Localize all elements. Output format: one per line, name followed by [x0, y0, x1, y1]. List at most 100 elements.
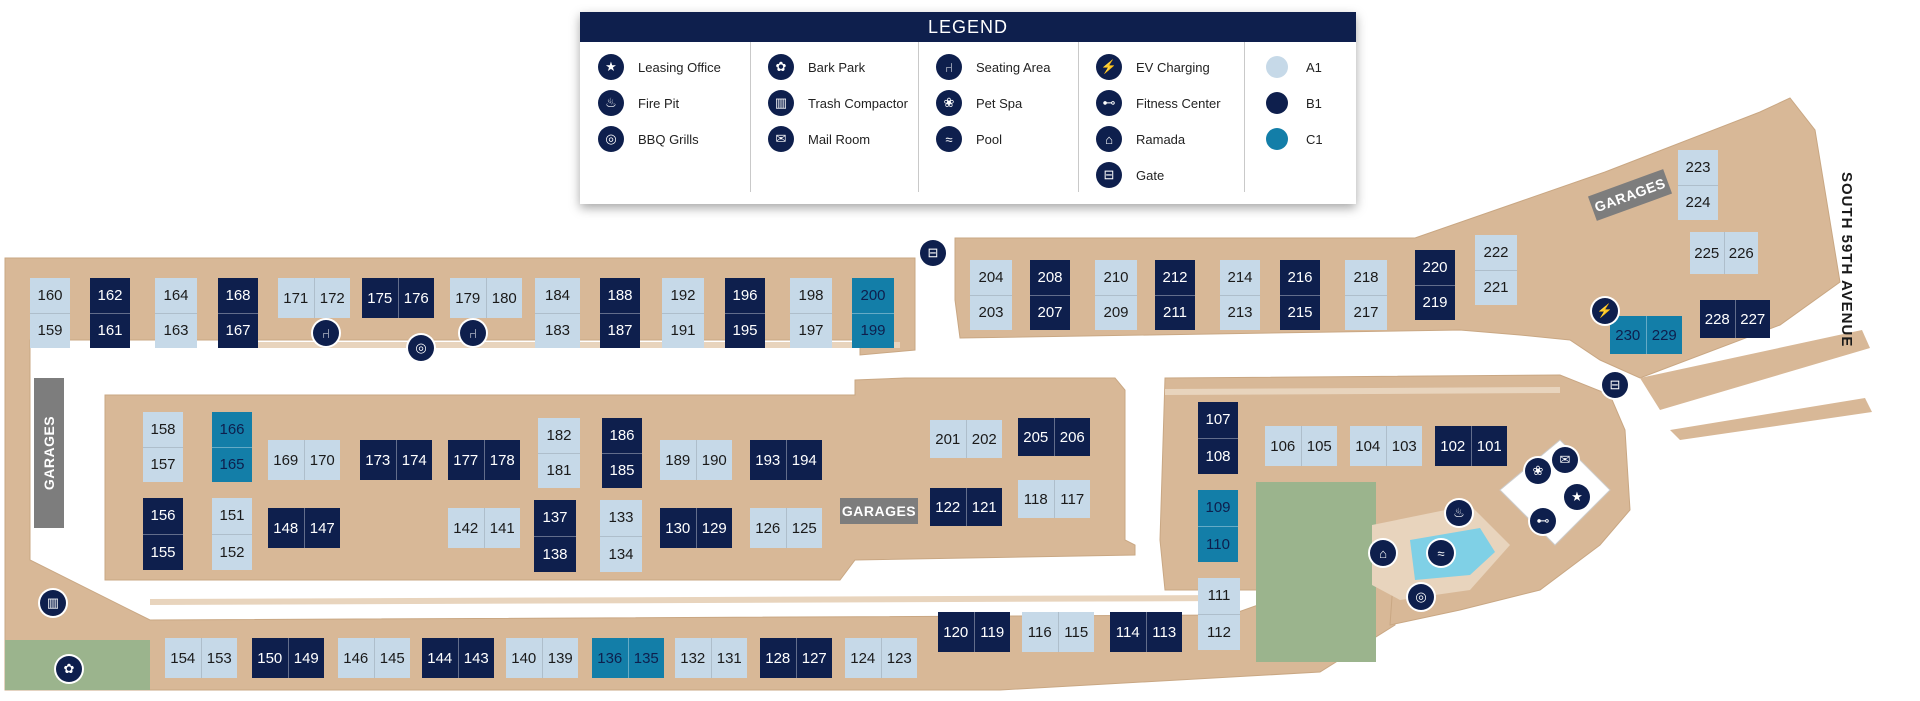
pool-icon[interactable]: ≈ — [1428, 540, 1454, 566]
garage-left-label: GARAGES — [41, 415, 58, 491]
unit-number: 106 — [1265, 426, 1302, 466]
lounge-chair-icon[interactable]: ⑁ — [313, 320, 339, 346]
dumbbell-icon[interactable]: ⊷ — [1530, 508, 1556, 534]
gate-icon[interactable]: ⊟ — [920, 240, 946, 266]
lounge-chair-icon[interactable]: ⑁ — [460, 320, 486, 346]
dumbbell-icon: ⊷ — [1096, 90, 1122, 116]
unit-number: 206 — [1059, 428, 1085, 446]
unit-number: 165 — [219, 456, 245, 474]
trash-icon[interactable]: ▥ — [40, 590, 66, 616]
legend-col-3: ⑁Seating Area❀Pet Spa≈Pool — [918, 42, 1079, 192]
pet-spa-icon[interactable]: ❀ — [1525, 458, 1551, 484]
unit-number: 185 — [609, 462, 635, 480]
legend-item-label: Trash Compactor — [808, 95, 908, 111]
grill-icon[interactable]: ◎ — [408, 335, 434, 361]
unit-number: 186 — [602, 418, 642, 454]
unit-number: 163 — [163, 322, 189, 340]
flame-icon[interactable]: ♨ — [1446, 500, 1472, 526]
paw-icon[interactable]: ✿ — [56, 656, 82, 682]
unit-type-label: C1 — [1306, 131, 1323, 147]
star-icon[interactable]: ★ — [1564, 484, 1590, 510]
grill-icon[interactable]: ◎ — [1408, 584, 1434, 610]
unit-number: 129 — [701, 519, 727, 537]
ramada-icon[interactable]: ⌂ — [1370, 540, 1396, 566]
unit-number: 123 — [886, 649, 912, 667]
envelope-icon[interactable]: ✉ — [1552, 447, 1578, 473]
unit-number: 214 — [1220, 260, 1260, 296]
ev-plug-icon[interactable]: ⚡ — [1592, 298, 1618, 324]
unit-number: 200 — [852, 278, 894, 314]
unit-number: 135 — [633, 649, 659, 667]
unit-number: 153 — [206, 649, 232, 667]
street-label: SOUTH 59TH AVENUE — [1838, 172, 1855, 348]
unit-number: 167 — [225, 322, 251, 340]
gate-icon[interactable]: ⊟ — [1602, 372, 1628, 398]
